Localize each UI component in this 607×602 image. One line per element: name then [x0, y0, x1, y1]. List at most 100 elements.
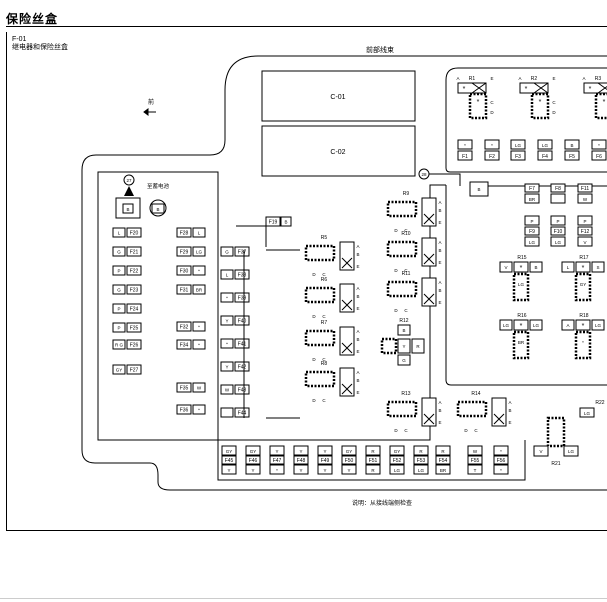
relay-R12-top	[397, 324, 411, 336]
fuse-F56-bottom: *	[500, 468, 502, 473]
harness-label: 前部线束	[366, 47, 394, 54]
main-relay-label: C-01	[330, 94, 345, 101]
fuse-F49-top-box	[317, 445, 333, 456]
fuse-F32-id: F32	[180, 325, 189, 331]
fuse-F52-top-box	[389, 445, 405, 456]
fuse-F19-color: B	[284, 220, 287, 225]
relay-R14-pin-E: E	[508, 420, 511, 425]
relay-R1-pin-C: C	[490, 100, 494, 105]
fuse-F19-id: F19	[269, 220, 278, 226]
fuse-F34-id: F34	[180, 343, 189, 349]
relay-R21-label: R21	[551, 461, 560, 467]
main-relay-C-02	[261, 125, 416, 177]
fuse-F22-id: F22	[130, 269, 139, 275]
fuse-F35-color-box	[192, 382, 206, 393]
fuse-F53-top-box	[413, 445, 429, 456]
relay-R22-label: R22	[595, 400, 604, 406]
relay-R18-center-star: *	[582, 323, 585, 330]
fuse-F50-top-box	[341, 445, 357, 456]
relay-R8-body	[339, 367, 355, 397]
battery-post	[151, 203, 165, 214]
fuse-F48-id-box	[293, 455, 309, 465]
housing-outline	[81, 55, 607, 491]
relay-R9-pin-A: A	[438, 200, 441, 205]
relay-R6-body	[339, 283, 355, 313]
fuse-F27-id: F27	[130, 368, 139, 374]
fuse-F35-id-box	[176, 382, 192, 393]
fuse-F32-color: *	[198, 325, 200, 330]
fuse-F41-id: F41	[238, 342, 247, 348]
page-bottom-rule	[0, 598, 607, 599]
fuse-F4-color: LG	[542, 143, 549, 148]
relay-R13-pin-D: D	[394, 428, 398, 433]
relay-R17-left	[561, 261, 575, 273]
relay-R3-stem	[594, 92, 607, 120]
fuse-F26-color: R G	[115, 343, 124, 348]
fuse-F25-color: P	[117, 326, 120, 331]
fuse-F27-id-box	[126, 364, 142, 375]
fuse-F9-id: F9	[529, 229, 535, 235]
relay-R11-pin-C: C	[404, 308, 408, 313]
relay-R9-pin-E: E	[438, 220, 441, 225]
fuse-F36-color: *	[198, 408, 200, 413]
fuse-F43-id: F43	[238, 388, 247, 394]
fuse-F11-id: F11	[581, 186, 589, 192]
relay-R10-body	[421, 237, 437, 267]
relay-R14-pin-D: D	[464, 428, 468, 433]
front-row-outline	[217, 440, 526, 481]
fuse-F37-id: F37	[238, 250, 247, 256]
relay-R2-pin-C: C	[552, 100, 556, 105]
inspection-note: 说明：从接线端侧检查	[352, 501, 413, 507]
relay-R16-center	[513, 319, 529, 331]
relay-R18-right	[591, 319, 605, 331]
fuse-F10-extra-box	[550, 236, 566, 247]
fuse-F9-extra-box	[524, 236, 540, 247]
fuse-F39-color-box	[220, 292, 234, 303]
fuse-F12-id-box	[577, 226, 593, 236]
relay-R16-left-pin: LG	[503, 323, 510, 328]
fuse-F45-id-box	[221, 455, 237, 465]
fuse-F24-id: F24	[130, 307, 139, 313]
fuse-F20-id-box	[126, 227, 142, 238]
fuse-F7-color: BR	[529, 197, 536, 202]
fuse-F50-bottom-box	[341, 464, 357, 475]
relay-R10-pin-B: B	[438, 248, 441, 253]
fuse-F24-id-box	[126, 303, 142, 314]
relay-R13-x-icon	[423, 413, 435, 425]
fuse-F28-color-box	[192, 227, 206, 238]
fuse-F37-id-box	[234, 246, 250, 257]
fuse-F45-top: GY	[226, 449, 233, 454]
fuse-F40-id: F40	[238, 319, 247, 325]
fuse-F42-color: Y	[225, 365, 228, 370]
center-panel-outline	[217, 172, 446, 441]
fuse-F50-id: F50	[345, 458, 354, 464]
fuse-F35-color: W	[197, 386, 202, 391]
fuse-F42-id: F42	[238, 365, 247, 371]
relay-R21-pin-V: V	[539, 449, 542, 454]
relay-R11-pin-B: B	[438, 288, 441, 293]
fuse-F45-top-box	[221, 445, 237, 456]
relay-R14-body	[491, 397, 507, 427]
fuse-F34-color: *	[198, 343, 200, 348]
fuse-F29-color: LG	[196, 250, 203, 255]
relay-R16-label: R16	[517, 313, 526, 319]
relay-R17-left-pin: L	[567, 265, 570, 270]
relay-R13-pin-B: B	[438, 408, 441, 413]
fuse-F49-id-box	[317, 455, 333, 465]
relay-R15-stem	[512, 272, 530, 302]
fuse-F12-id: F12	[581, 229, 590, 235]
relay-R3-label: R3	[595, 76, 602, 82]
relay-R12-bottom	[397, 354, 411, 366]
fuse-F30-id-box	[176, 265, 192, 276]
fuse-F20-color: L	[118, 231, 121, 236]
fuse-F2-id-box	[484, 150, 500, 161]
fuse-F23-id-box	[126, 284, 142, 295]
fuse-F30-color: *	[198, 269, 200, 274]
relay-R1-stem-star: *	[477, 99, 480, 106]
fuse-F39-color: *	[226, 296, 228, 301]
relay-R11-hatch	[386, 280, 418, 298]
relay-R10-label: R10	[401, 231, 410, 237]
relay-R9-pin-C: C	[404, 228, 408, 233]
relay-R7-x-icon	[341, 342, 353, 354]
fuse-F11-color: W	[583, 197, 588, 202]
